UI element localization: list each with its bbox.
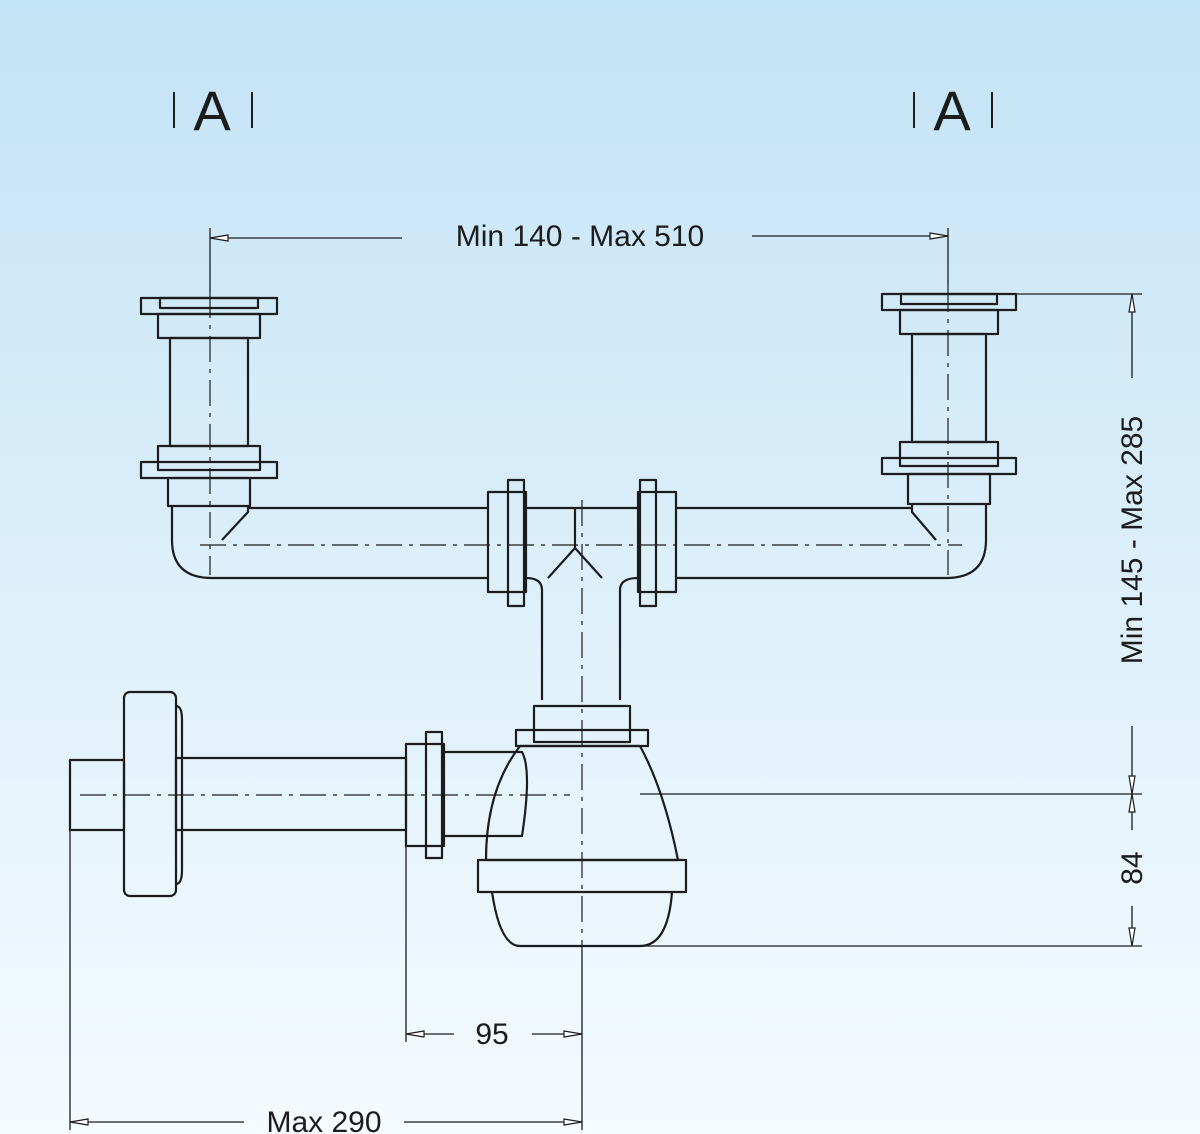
dimension-inlet-spacing-label: Min 140 - Max 510: [456, 220, 704, 253]
dimension-outlet-length: Max 290: [69, 830, 583, 1134]
dimension-trap-depth: 84: [640, 793, 1149, 947]
dimension-inlet-spacing: Min 140 - Max 510: [209, 220, 949, 292]
section-mark-right-label: A: [933, 79, 971, 142]
section-mark-left-label: A: [193, 79, 231, 142]
section-mark-left: A: [173, 79, 253, 142]
right-inlet: [676, 292, 1018, 580]
left-inlet: [139, 296, 488, 580]
dimension-outlet-offset-label: 95: [475, 1018, 508, 1051]
dimension-height-label: Min 145 - Max 285: [1116, 416, 1149, 664]
section-mark-right: A: [913, 79, 993, 142]
dimension-outlet-length-label: Max 290: [266, 1106, 381, 1134]
tee-connector: [486, 478, 678, 700]
dimension-trap-depth-label: 84: [1116, 851, 1149, 884]
dimension-outlet-offset: 95: [405, 846, 583, 1130]
dimension-height: Min 145 - Max 285: [1016, 293, 1149, 795]
outlet-pipe: [68, 690, 529, 898]
centre-lines: [80, 286, 962, 950]
